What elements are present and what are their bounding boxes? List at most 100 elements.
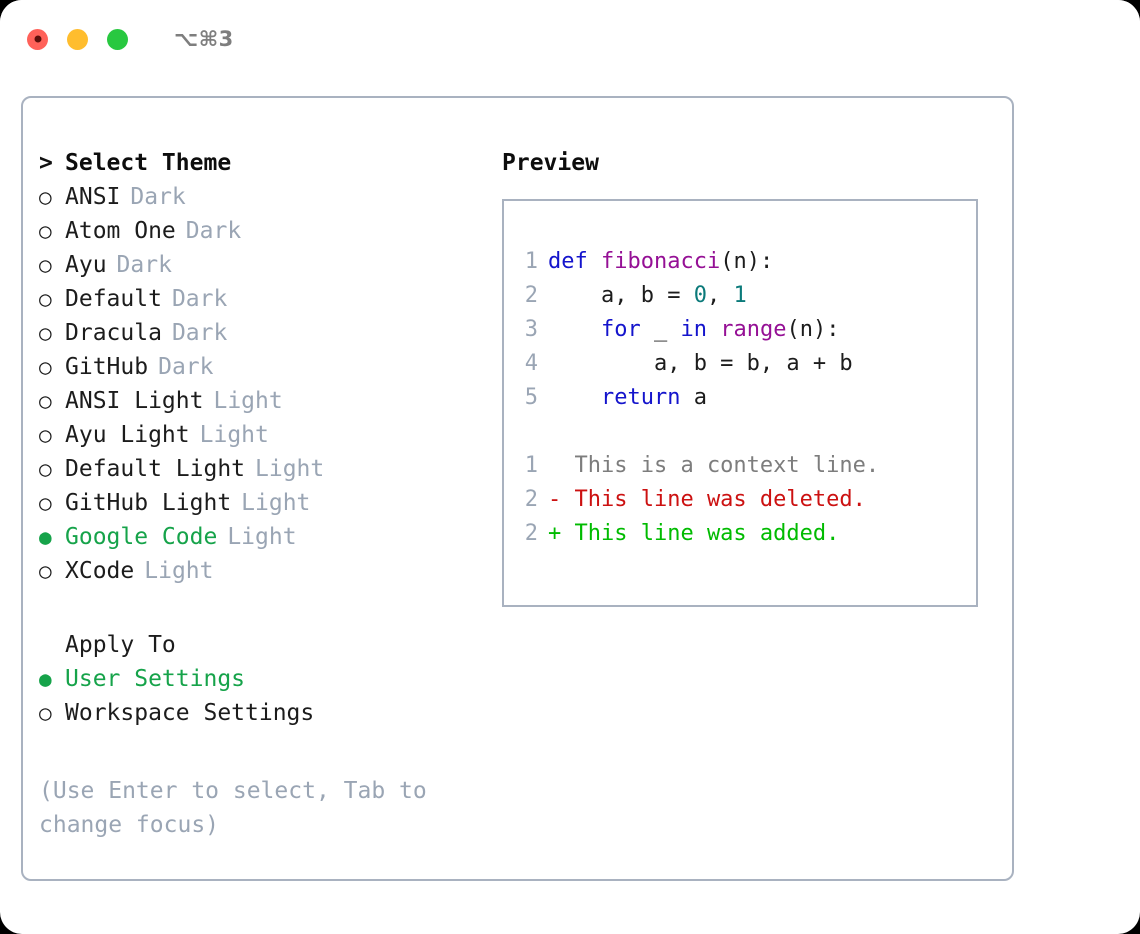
theme-list-item[interactable]: ○ Default Dark <box>39 282 499 316</box>
theme-list-item[interactable]: ○ GitHub Dark <box>39 350 499 384</box>
line-number: 4 <box>524 351 538 376</box>
keyboard-shortcut-label: ⌥⌘3 <box>174 27 234 51</box>
token-pl: a, b = <box>548 283 694 308</box>
line-number: 3 <box>524 317 538 342</box>
theme-name: Google Code <box>65 524 218 550</box>
token-fn: range <box>720 317 787 342</box>
radio-unselected-icon: ○ <box>39 219 52 243</box>
radio-unselected-icon: ○ <box>39 355 52 379</box>
radio-unselected-icon: ○ <box>39 253 52 277</box>
line-number: 2 <box>524 487 538 512</box>
theme-variant-badge: Dark <box>171 286 228 312</box>
theme-picker-heading-label: Select Theme <box>65 150 232 176</box>
theme-name: GitHub Light <box>65 490 232 516</box>
theme-list-item[interactable]: ○ Default Light Light <box>39 452 499 486</box>
theme-name: Ayu <box>65 252 107 278</box>
diff-line: 2 - This line was deleted. <box>504 483 976 517</box>
theme-name: Default <box>65 286 162 312</box>
apply-to-heading-marker <box>39 628 65 662</box>
token-pl: a <box>680 385 707 410</box>
code-line: 5 return a <box>504 381 976 415</box>
apply-to-label: User Settings <box>65 666 246 692</box>
line-number: 2 <box>524 521 538 546</box>
token-pl: , <box>706 283 734 308</box>
theme-picker-heading: > Select Theme <box>39 146 499 180</box>
diff-text-ctx: This is a context line. <box>548 453 880 478</box>
theme-name: Default Light <box>65 456 246 482</box>
apply-to-list: ● User Settings ○Workspace Settings <box>39 662 499 730</box>
diff-text-del: - This line was deleted. <box>548 487 866 512</box>
token-kw: for <box>600 317 641 342</box>
theme-variant-badge: Light <box>227 524 297 550</box>
close-button[interactable] <box>27 28 48 50</box>
line-number: 2 <box>524 283 538 308</box>
theme-variant-badge: Light <box>199 422 269 448</box>
theme-variant-badge: Light <box>241 490 311 516</box>
token-pl: (n): <box>786 317 840 342</box>
code-text: return a <box>548 381 707 415</box>
token-num: 1 <box>733 283 747 308</box>
token-kw: in <box>680 317 707 342</box>
theme-list-item[interactable]: ○ GitHub Light Light <box>39 486 499 520</box>
apply-to-item[interactable]: ● User Settings <box>39 662 499 696</box>
theme-variant-badge: Dark <box>116 252 172 278</box>
theme-variant-badge: Light <box>213 388 283 414</box>
radio-unselected-icon: ○ <box>39 701 52 725</box>
token-pl <box>707 317 720 342</box>
diff-line: 2+ This line was added. <box>504 517 976 551</box>
token-pl: (n): <box>720 249 774 274</box>
theme-name: GitHub <box>65 354 149 380</box>
theme-variant-badge: Dark <box>158 354 214 380</box>
caret-icon: > <box>39 150 53 176</box>
diff-line: 1 This is a context line. <box>504 449 976 483</box>
code-text: a, b = b, a + b <box>548 347 853 381</box>
token-pl <box>548 317 601 342</box>
apply-to-heading-label: Apply To <box>65 632 176 658</box>
apply-to-heading: Apply To <box>39 628 499 662</box>
radio-unselected-icon: ○ <box>39 389 52 413</box>
theme-variant-badge: Dark <box>130 184 186 210</box>
radio-unselected-icon: ○ <box>39 491 52 515</box>
line-number: 1 <box>524 453 538 478</box>
section-spacer <box>39 588 499 628</box>
theme-name: ANSI <box>65 184 121 210</box>
code-line: 2 a, b = 0, 1 <box>504 279 976 313</box>
theme-name: XCode <box>65 558 135 584</box>
apply-to-item[interactable]: ○Workspace Settings <box>39 696 499 730</box>
code-line: 4 a, b = b, a + b <box>504 347 976 381</box>
theme-name: Ayu Light <box>65 422 190 448</box>
code-text: for _ in range(n): <box>548 313 839 347</box>
preview-title: Preview <box>502 150 599 176</box>
code-line: 3 for _ in range(n): <box>504 313 976 347</box>
theme-variant-badge: Light <box>255 456 325 482</box>
line-number: 5 <box>524 385 538 410</box>
title-bar: ⌥⌘3 <box>0 0 1140 78</box>
zoom-button[interactable] <box>107 28 128 50</box>
theme-name: ANSI Light <box>65 388 204 414</box>
theme-list-item[interactable]: ○ ANSI Dark <box>39 180 499 214</box>
token-pl: a, b = b, a + b <box>548 351 853 376</box>
radio-unselected-icon: ○ <box>39 287 52 311</box>
token-pl: _ <box>640 317 681 342</box>
radio-unselected-icon: ○ <box>39 185 52 209</box>
theme-list-item[interactable]: ○ ANSI Light Light <box>39 384 499 418</box>
radio-unselected-icon: ○ <box>39 559 52 583</box>
theme-name: Dracula <box>65 320 162 346</box>
token-num: 0 <box>693 283 707 308</box>
minimize-button[interactable] <box>67 28 88 50</box>
radio-unselected-icon: ○ <box>39 457 52 481</box>
code-text: def fibonacci(n): <box>548 245 773 279</box>
code-text: a, b = 0, 1 <box>548 279 747 313</box>
theme-list-item[interactable]: ○ Ayu Dark <box>39 248 499 282</box>
radio-selected-icon: ● <box>39 667 52 691</box>
